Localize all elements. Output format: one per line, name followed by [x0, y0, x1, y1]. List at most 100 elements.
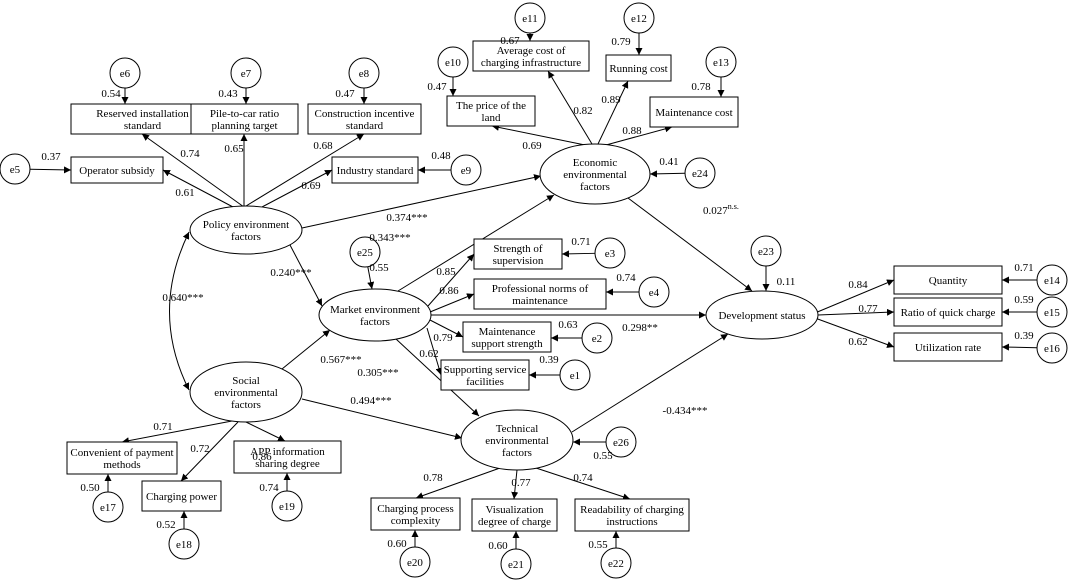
- error-e2: e2: [581, 322, 613, 354]
- error-e19-label: e19: [279, 501, 295, 513]
- error-e25-label: e25: [357, 247, 373, 259]
- path-market-supporting: [426, 327, 443, 376]
- error-e3-circle: [594, 237, 626, 269]
- loading-readab: 0.74: [573, 472, 593, 484]
- error-e12-label: e12: [631, 13, 647, 25]
- observed-strength-line-2: supervision: [493, 255, 544, 267]
- path-coef-economic_development-value: 0.027: [703, 205, 728, 217]
- loading-avgcost: 0.82: [573, 105, 592, 117]
- latent-development-line-1: Development status: [718, 310, 805, 322]
- observed-util: Utilization rate: [893, 332, 1003, 362]
- latent-development-ellipse: [705, 290, 819, 340]
- r-squared-e8: 0.47: [335, 88, 355, 100]
- error-e3-label: e3: [605, 248, 616, 260]
- path-policy-operator: [162, 169, 234, 208]
- observed-quantity-line-1: Quantity: [929, 275, 968, 287]
- path-coef-technical_development: -0.434***: [663, 405, 708, 417]
- latent-technical-line-1: Technical: [496, 423, 539, 435]
- error-e14: e14: [1036, 264, 1068, 296]
- observed-app-box: [233, 440, 342, 474]
- path-social-payment: [121, 420, 233, 445]
- path-market-strength: [427, 253, 475, 307]
- path-e5-operator: [29, 166, 72, 174]
- observed-power-box: [141, 480, 222, 512]
- error-e4-circle: [638, 276, 670, 308]
- observed-construct-box: [307, 103, 422, 135]
- error-e13-label: e13: [713, 57, 729, 69]
- path-coef-market_economic: 0.343***: [369, 232, 410, 244]
- error-e26-label: e26: [613, 437, 629, 449]
- error-e15: e15: [1036, 296, 1068, 328]
- error-e11-label: e11: [522, 13, 537, 25]
- observed-payment-line-1: Convenient of payment: [70, 447, 173, 459]
- observed-visual-line-2: degree of charge: [478, 516, 551, 528]
- path-economic-land: [491, 123, 586, 146]
- observed-pile-box: [190, 103, 299, 135]
- latent-policy-ellipse: [189, 205, 303, 255]
- loading-app: 0.86: [252, 451, 272, 463]
- error-e15-circle: [1036, 296, 1068, 328]
- loading-reserved: 0.74: [180, 148, 200, 160]
- observed-supporting-line-2: facilities: [466, 376, 504, 388]
- latent-policy-line-1: Policy environment: [203, 219, 289, 231]
- loading-construct: 0.68: [313, 140, 333, 152]
- loading-operator: 0.61: [175, 187, 194, 199]
- latent-development: Development status: [705, 290, 819, 340]
- observed-payment-box: [66, 441, 178, 475]
- path-coef-economic_development-sup: n.s.: [728, 202, 739, 211]
- observed-land-line-2: land: [482, 112, 501, 124]
- observed-avgcost-line-1: Average cost of: [497, 45, 566, 57]
- r-squared-e23: 0.11: [777, 276, 796, 288]
- error-e9-label: e9: [461, 165, 472, 177]
- observed-maint-line-1: Maintenance cost: [655, 107, 732, 119]
- observed-ratio-line-1: Ratio of quick charge: [901, 307, 996, 319]
- path-development-quantity: [814, 279, 895, 314]
- observed-readab-line-2: instructions: [606, 516, 657, 528]
- r-squared-e2: 0.63: [558, 319, 578, 331]
- path-technical-readab: [535, 467, 631, 501]
- observed-visual-box: [471, 498, 558, 532]
- observed-readab-line-1: Readability of charging: [580, 504, 684, 516]
- error-e8-label: e8: [359, 68, 370, 80]
- path-technical-process: [415, 467, 501, 499]
- error-e15-label: e15: [1044, 307, 1060, 319]
- observed-strength-line-1: Strength of: [493, 243, 543, 255]
- r-squared-e21: 0.60: [488, 540, 508, 552]
- error-e5-circle: [0, 153, 31, 185]
- error-e24: e24: [684, 157, 716, 189]
- observed-pile-line-2: planning target: [211, 120, 277, 132]
- r-squared-e16: 0.39: [1014, 330, 1034, 342]
- error-e26: e26: [605, 426, 637, 458]
- error-e20: e20: [399, 546, 431, 578]
- r-squared-e4: 0.74: [616, 272, 636, 284]
- loading-supporting: 0.62: [419, 348, 438, 360]
- error-e25-circle: [349, 236, 381, 268]
- path-policy-construct: [245, 133, 365, 207]
- error-e4: e4: [638, 276, 670, 308]
- r-squared-e10: 0.47: [427, 81, 447, 93]
- error-e6-label: e6: [120, 68, 131, 80]
- r-squared-e14: 0.71: [1014, 262, 1033, 274]
- r-squared-e11: 0.67: [500, 35, 520, 47]
- path-development-ratio: [817, 308, 895, 316]
- loading-power: 0.72: [190, 443, 209, 455]
- error-e10-label: e10: [445, 57, 461, 69]
- error-e24-label: e24: [692, 168, 708, 180]
- path-coef-policy_social: 0.640***: [162, 292, 203, 304]
- observed-land-box: [446, 95, 536, 127]
- observed-operator-box: [70, 156, 164, 184]
- latent-market-line-2: factors: [360, 316, 390, 328]
- observed-pile-line-1: Pile-to-car ratio: [210, 108, 280, 120]
- observed-maintsupport-line-1: Maintenance: [479, 326, 536, 338]
- observed-ratio-box: [893, 297, 1003, 327]
- observed-process-line-2: complexity: [391, 515, 441, 527]
- observed-maint-box: [649, 96, 739, 128]
- observed-running-box: [605, 54, 672, 82]
- error-e1: e1: [559, 359, 591, 391]
- loading-industry: 0.69: [301, 180, 321, 192]
- error-e22-circle: [600, 547, 632, 579]
- observed-visual-line-1: Visualization: [486, 504, 544, 516]
